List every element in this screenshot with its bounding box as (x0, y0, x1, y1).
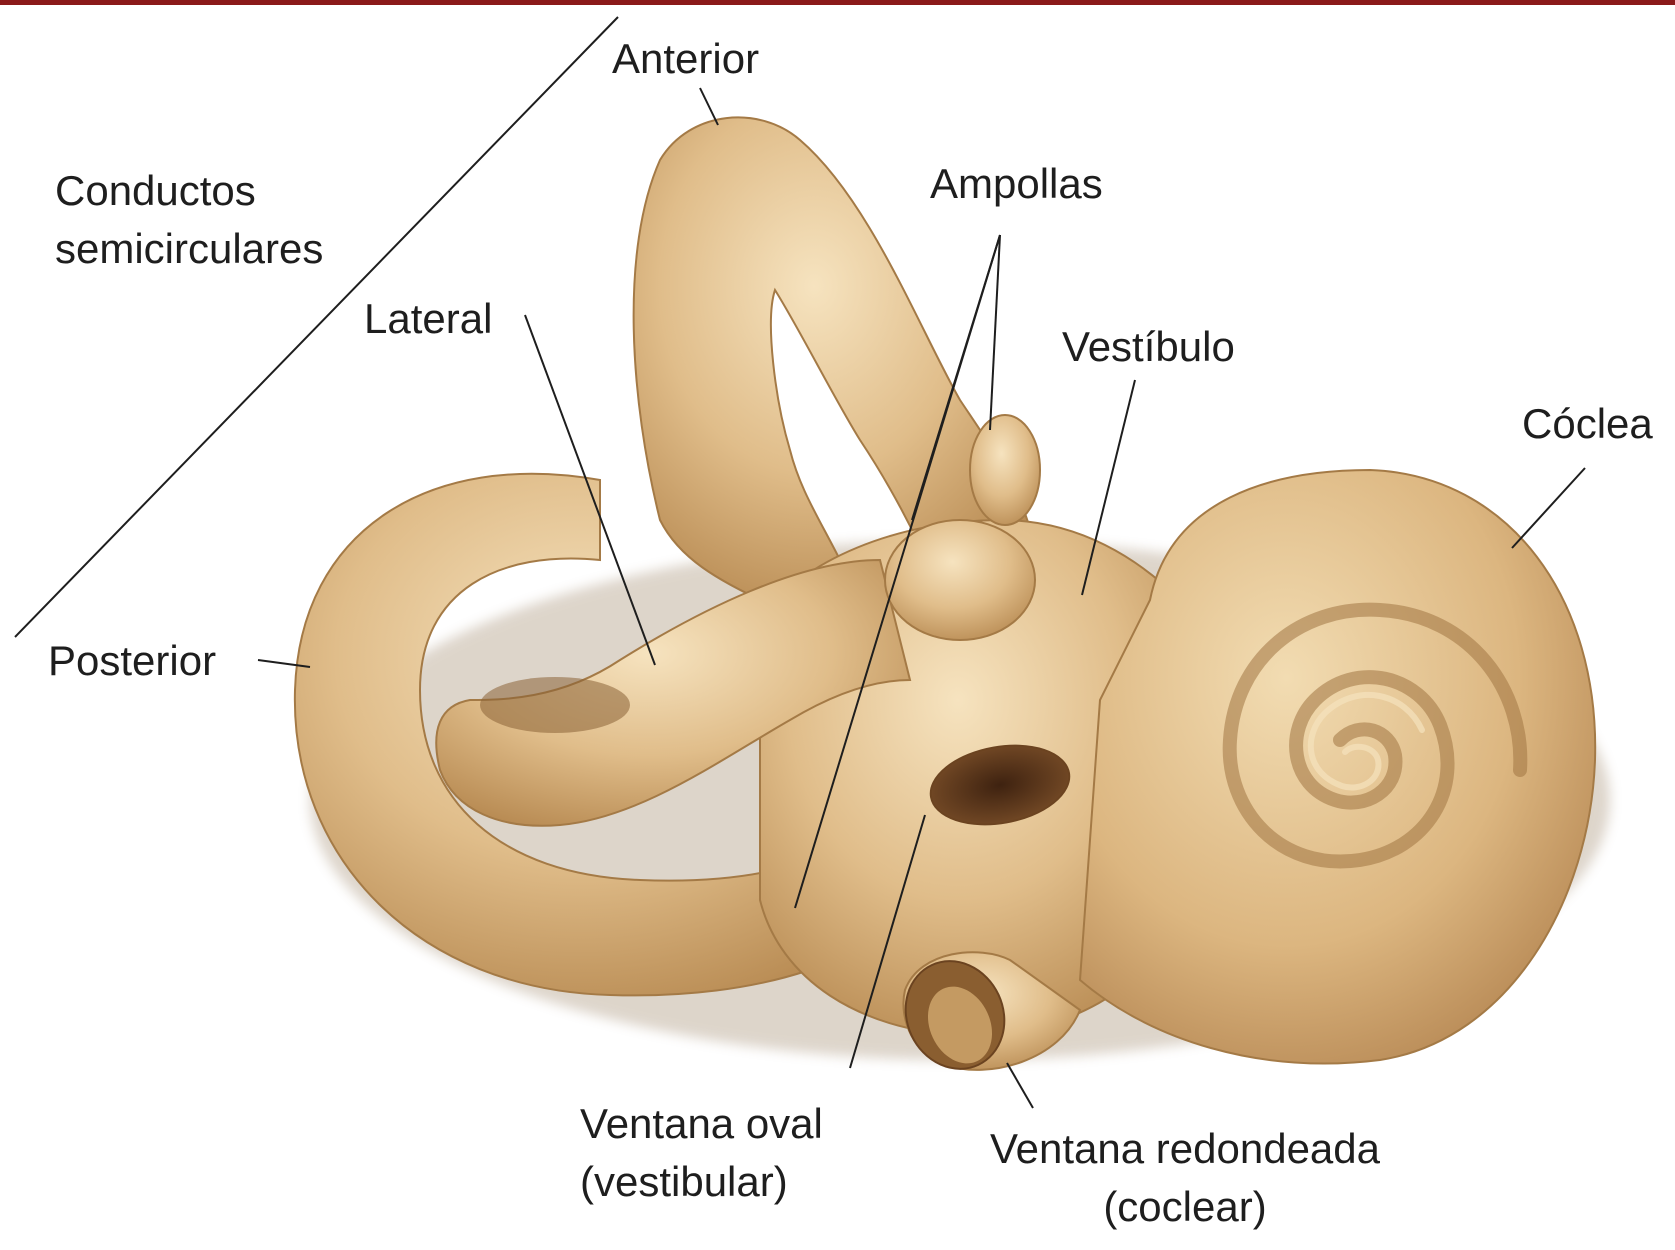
label-coclea: Cóclea (1522, 395, 1653, 453)
label-posterior: Posterior (48, 632, 216, 690)
label-lateral: Lateral (364, 290, 492, 348)
leader-coclea (1512, 468, 1585, 548)
label-semicircular-ducts: Conductos semicirculares (55, 162, 323, 278)
label-vestibulo: Vestíbulo (1062, 318, 1235, 376)
leader-round-window (1007, 1063, 1033, 1108)
label-anterior: Anterior (612, 30, 759, 88)
label-oval-window: Ventana oval (vestibular) (580, 1095, 823, 1211)
leader-anterior (700, 88, 718, 125)
label-round-window: Ventana redondeada (coclear) (955, 1120, 1415, 1236)
label-ampollas: Ampollas (930, 155, 1103, 213)
